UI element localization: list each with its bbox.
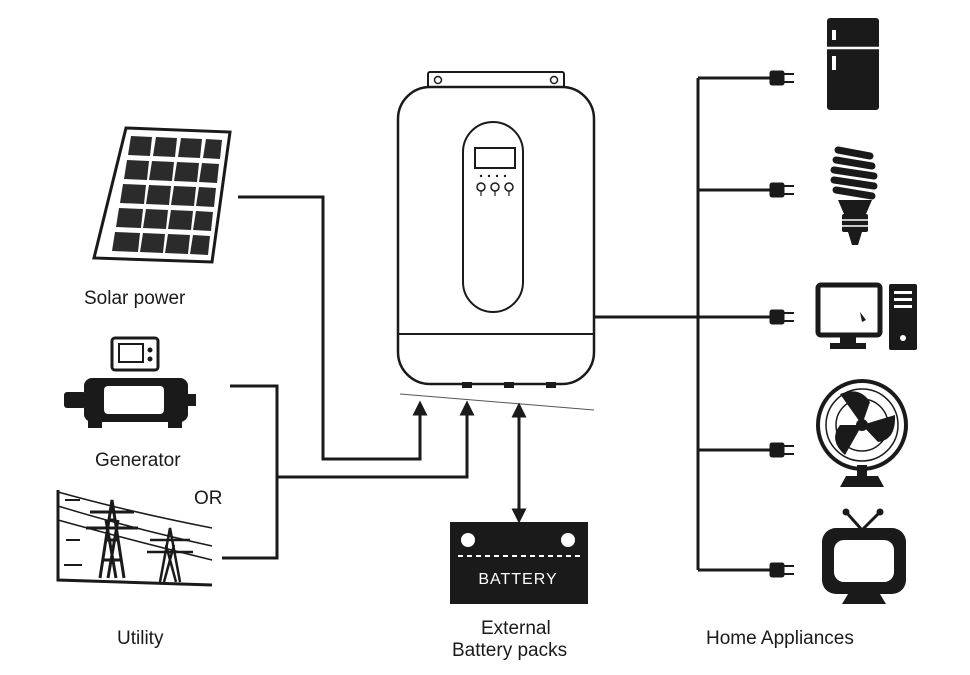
battery-label-line1: External <box>481 618 551 639</box>
generator-wire <box>230 384 475 479</box>
battery-caption: BATTERY <box>478 571 557 588</box>
battery-label-line2: Battery packs <box>452 640 568 661</box>
plug-icon <box>769 442 794 458</box>
plugs <box>769 70 794 578</box>
solar-wire <box>238 195 428 461</box>
plug-icon <box>769 309 794 325</box>
refrigerator-icon <box>827 18 879 110</box>
utility-wire <box>222 477 279 560</box>
solar-panel-icon <box>92 126 232 264</box>
solar-power-label: Solar power <box>84 288 186 309</box>
generator-icon <box>64 336 196 428</box>
inverter-unit-icon <box>396 71 596 411</box>
plug-icon <box>769 182 794 198</box>
computer-icon <box>815 282 917 350</box>
cfl-bulb-icon <box>830 146 878 245</box>
fan-icon <box>816 379 908 487</box>
tv-icon <box>822 508 906 604</box>
plug-icon <box>769 70 794 86</box>
home-appliances-label: Home Appliances <box>706 628 854 649</box>
utility-label: Utility <box>117 628 164 649</box>
wiring <box>222 76 770 572</box>
or-label: OR <box>194 488 223 509</box>
battery-icon: BATTERY <box>450 522 588 604</box>
generator-label: Generator <box>95 450 181 471</box>
power-tower-icon <box>56 490 213 587</box>
plug-icon <box>769 562 794 578</box>
